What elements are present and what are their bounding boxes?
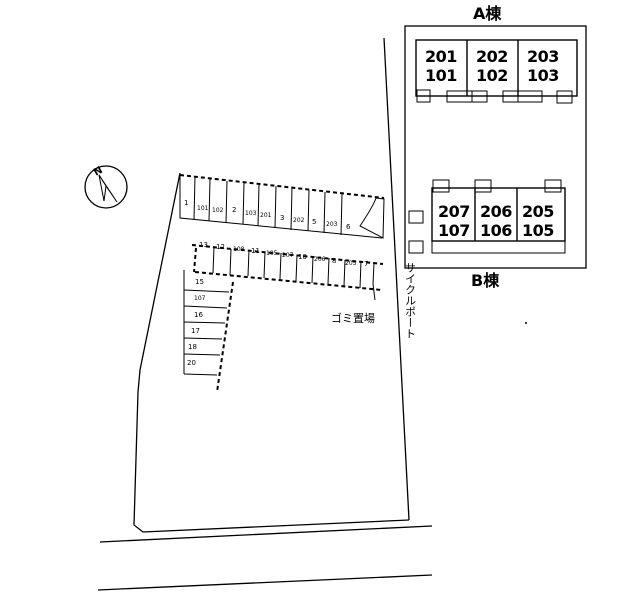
- building-a-label: A棟: [473, 4, 502, 23]
- slot-label: 2: [232, 206, 236, 214]
- slot-label: 103: [245, 210, 257, 217]
- building-b-label: B棟: [471, 271, 500, 290]
- slot-label: 207: [282, 252, 294, 259]
- unit-number: 206: [480, 202, 512, 221]
- unit-number: 107: [438, 221, 470, 240]
- marker-dot: [525, 322, 527, 324]
- bicycle-port-label: サイクルポート: [404, 262, 417, 339]
- unit-number: 201: [425, 47, 457, 66]
- slot-label: 20: [187, 359, 196, 367]
- parking-top-dividers: [193, 176, 343, 236]
- slot-label: 12: [216, 243, 225, 251]
- parking-left-dividers: [183, 289, 230, 356]
- slot-label: 105: [266, 250, 278, 257]
- unit-number: 203: [527, 47, 559, 66]
- unit-number: 102: [476, 66, 508, 85]
- slot-label: 11: [251, 247, 260, 255]
- parking-top-labels: 1 101 102 2 103 201 3 202 5 203 6: [184, 199, 351, 231]
- slot-label: 206: [314, 256, 326, 263]
- unit-number: 205: [522, 202, 554, 221]
- slot-label: 6: [346, 223, 351, 231]
- slot-label: 102: [212, 207, 224, 214]
- slot-label: 5: [312, 218, 316, 226]
- slot-label: 202: [293, 217, 305, 224]
- north-label: N: [92, 165, 105, 179]
- building-a: 201 101 202 102 203 103 A棟: [404, 4, 587, 269]
- parking-middle-dividers: [212, 246, 362, 289]
- slot-label: 15: [195, 278, 204, 286]
- unit-number: 103: [527, 66, 559, 85]
- compass-icon: N: [84, 165, 128, 209]
- slot-label: 101: [197, 205, 209, 212]
- slot-label: 1: [184, 199, 188, 207]
- slot-label: 10: [298, 253, 307, 261]
- unit-number: 105: [522, 221, 554, 240]
- slot-label: 8: [332, 257, 336, 265]
- unit-number: 101: [425, 66, 457, 85]
- slot-label: 3: [280, 214, 284, 222]
- unit-number: 106: [480, 221, 512, 240]
- slot-label: 201: [260, 212, 272, 219]
- slot-label: 203: [326, 221, 338, 228]
- building-b: 207 107 206 106 205 105 B棟: [408, 179, 566, 290]
- garbage-label: ゴミ置場: [331, 311, 375, 325]
- slot-label: 7: [364, 260, 368, 268]
- slot-label: 18: [188, 343, 197, 351]
- slot-label: 108: [233, 246, 245, 253]
- slot-label: 13: [199, 241, 208, 249]
- parking-area: [179, 174, 385, 393]
- parking-left-labels: 15 107 16 17 18 20: [187, 278, 206, 367]
- slot-label: 17: [191, 327, 200, 335]
- slot-label: 205: [345, 260, 357, 267]
- slot-label: 16: [194, 311, 203, 319]
- parking-middle-labels: 13 12 108 11 105 207 10 206 8 205 7: [199, 241, 368, 268]
- site-boundary: [97, 37, 433, 591]
- unit-number: 207: [438, 202, 470, 221]
- unit-number: 202: [476, 47, 508, 66]
- slot-label: 107: [194, 295, 206, 302]
